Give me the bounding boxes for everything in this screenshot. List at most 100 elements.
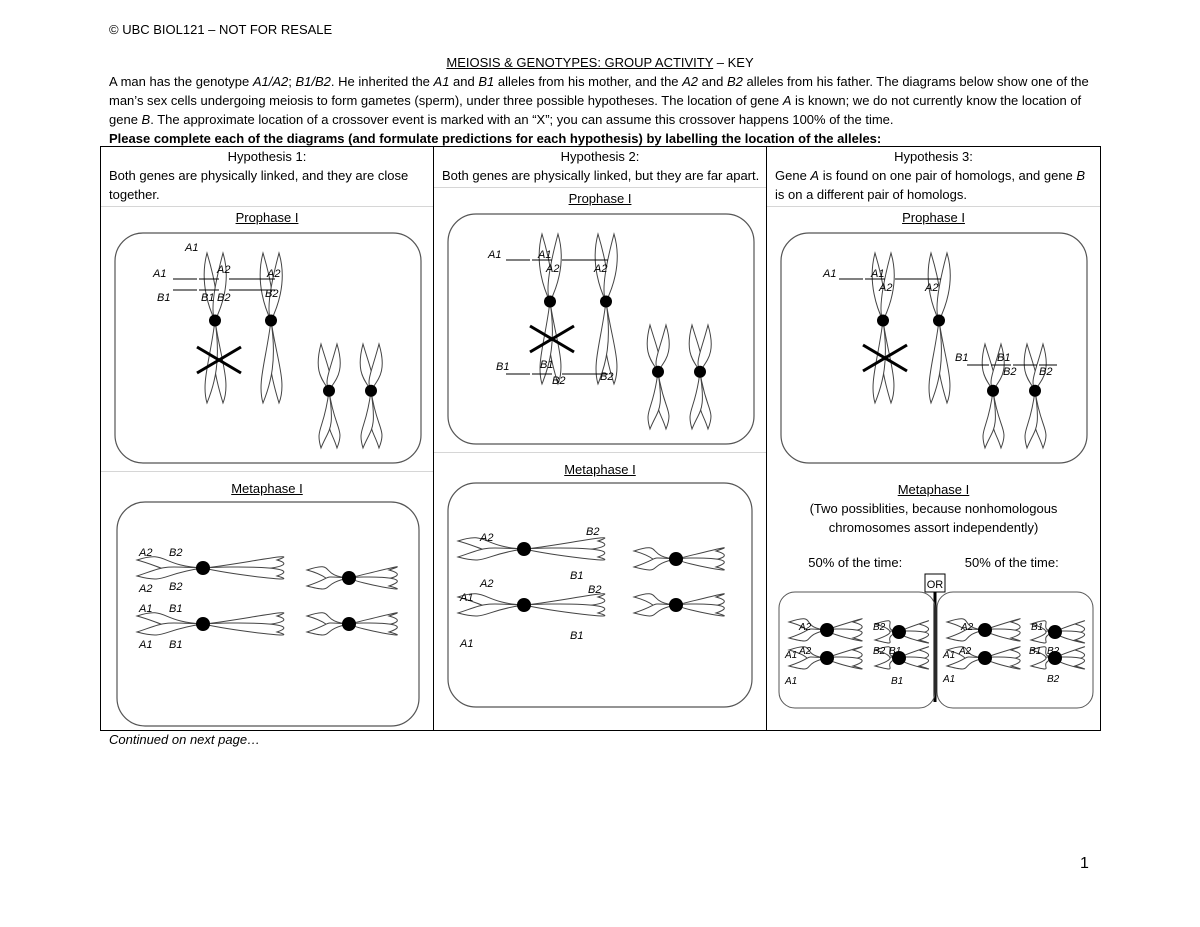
chromatid bbox=[523, 547, 606, 561]
hypothesis-3-title: Hypothesis 3: bbox=[894, 149, 973, 164]
allele-a2: A2 bbox=[682, 74, 699, 89]
label-a2: A2 bbox=[216, 264, 230, 276]
metaphase-bivalent bbox=[1029, 646, 1085, 670]
label-a2: A2 bbox=[798, 646, 812, 657]
intro-frag: ; bbox=[288, 74, 296, 89]
chromatid bbox=[928, 251, 951, 405]
desc-frag: is found on one pair of homologs, and ge… bbox=[819, 168, 1077, 183]
centromere bbox=[669, 552, 683, 566]
centromere bbox=[820, 651, 834, 665]
centromere bbox=[517, 542, 531, 556]
metaphase-bivalent bbox=[1029, 620, 1085, 644]
label-a1: A1 bbox=[487, 249, 501, 261]
h2-metaphase-label: Metaphase I bbox=[564, 462, 636, 477]
label-a1: A1 bbox=[459, 592, 473, 604]
label-a2: A2 bbox=[798, 622, 812, 633]
metaphase-bivalent bbox=[305, 612, 398, 636]
intro-frag: . The approximate location of a crossove… bbox=[150, 112, 894, 127]
centromere bbox=[892, 651, 906, 665]
label-a1: A1 bbox=[152, 268, 166, 280]
centromere bbox=[544, 295, 556, 308]
cell-outline bbox=[447, 213, 755, 445]
metaphase-bivalent bbox=[632, 547, 725, 571]
label-b1: B1 bbox=[201, 292, 214, 304]
allele-b1: B1 bbox=[478, 74, 495, 89]
label-a1: A1 bbox=[942, 674, 955, 685]
centromere bbox=[694, 365, 706, 378]
gene-a: A bbox=[810, 168, 820, 183]
gene-a: A bbox=[782, 93, 792, 108]
gene-b: B bbox=[1076, 168, 1086, 183]
h3-metaphase-note: (Two possiblities, because nonhomologous… bbox=[809, 501, 1058, 535]
centromere bbox=[669, 598, 683, 612]
label-a2: A2 bbox=[479, 532, 493, 544]
homolog-pair-gene-b bbox=[981, 342, 1047, 450]
h3-metaphase-diagram: OR A2 A1 A2 A1 B2 B2 B bbox=[778, 573, 1094, 709]
centromere bbox=[517, 598, 531, 612]
label-a2: A2 bbox=[960, 622, 974, 633]
intro-text: A man has the genotype A1/A2; B1/B2. He … bbox=[109, 72, 1099, 148]
homolog-pair-unlinked bbox=[646, 323, 712, 431]
label-a2: A2 bbox=[138, 547, 152, 559]
label-b2: B2 bbox=[588, 584, 601, 596]
label-b1: B1 bbox=[891, 676, 903, 687]
centromere bbox=[652, 365, 664, 378]
label-a2: A2 bbox=[545, 263, 559, 275]
instructions: Please complete each of the diagrams (an… bbox=[109, 131, 882, 146]
label-b1: B1 bbox=[955, 352, 968, 364]
crossover-x bbox=[529, 324, 575, 354]
label-b2: B2 bbox=[1047, 646, 1060, 657]
centromere bbox=[265, 314, 277, 327]
chromatid bbox=[456, 547, 525, 561]
label-a1: A1 bbox=[184, 242, 198, 254]
chromatid bbox=[523, 603, 606, 617]
h3-metaphase-label: Metaphase I bbox=[897, 482, 970, 497]
centromere bbox=[877, 314, 889, 327]
label-b1: B1 bbox=[570, 570, 583, 582]
centromere bbox=[892, 625, 906, 639]
gene-b: B bbox=[141, 112, 151, 127]
hypothesis-3-cell: Hypothesis 3: Gene A is found on one pai… bbox=[766, 146, 1101, 731]
label-a2: A2 bbox=[266, 268, 280, 280]
label-b1: B1 bbox=[889, 646, 901, 657]
chromatid bbox=[260, 251, 283, 405]
centromere bbox=[342, 617, 356, 631]
chromatid bbox=[674, 603, 725, 617]
chromatid bbox=[202, 566, 285, 580]
metaphase-bivalent bbox=[873, 646, 929, 670]
copyright-notice: © UBC BIOL121 – NOT FOR RESALE bbox=[109, 22, 333, 37]
hypothesis-2-desc: Both genes are physically linked, but th… bbox=[442, 168, 760, 183]
centromere bbox=[196, 561, 210, 575]
label-a2: A2 bbox=[479, 578, 493, 590]
centromere bbox=[323, 384, 335, 397]
label-a1: A1 bbox=[459, 638, 473, 650]
metaphase-bivalent bbox=[456, 593, 606, 617]
label-a2: A2 bbox=[958, 646, 972, 657]
crossover-x bbox=[196, 345, 242, 375]
metaphase-bivalent bbox=[945, 646, 1021, 670]
label-b1: B1 bbox=[1031, 622, 1043, 633]
continued-note: Continued on next page… bbox=[109, 732, 261, 747]
label-a1: A1 bbox=[942, 650, 955, 661]
centromere bbox=[1048, 651, 1062, 665]
intro-frag: is known; we do not currently know the l… bbox=[109, 93, 1082, 127]
centromere bbox=[987, 384, 999, 397]
centromere bbox=[196, 617, 210, 631]
genotype-b: B1/B2 bbox=[295, 74, 331, 89]
allele-a1: A1 bbox=[433, 74, 450, 89]
label-b2: B2 bbox=[873, 646, 886, 657]
cell-outline bbox=[114, 232, 422, 464]
metaphase-bivalent bbox=[456, 537, 606, 561]
metaphase-bivalent bbox=[632, 593, 725, 617]
intro-frag: alleles from his father. The diagrams be… bbox=[109, 74, 1089, 108]
h2-prophase-diagram: A1 A1 A2 A2 B1 B1 B2 B2 bbox=[447, 213, 755, 445]
intro-frag: . He inherited the bbox=[330, 74, 434, 89]
chromatid bbox=[347, 622, 398, 636]
h3-prophase-diagram: A1 A1 A2 A2 B1 B1 B2 B2 bbox=[780, 232, 1088, 464]
cell-outline bbox=[116, 501, 420, 727]
intro-frag: and bbox=[698, 74, 727, 89]
label-b1: B1 bbox=[496, 361, 509, 373]
hypothesis-2-cell: Hypothesis 2: Both genes are physically … bbox=[433, 146, 767, 731]
centromere bbox=[600, 295, 612, 308]
chromatid bbox=[595, 232, 618, 386]
